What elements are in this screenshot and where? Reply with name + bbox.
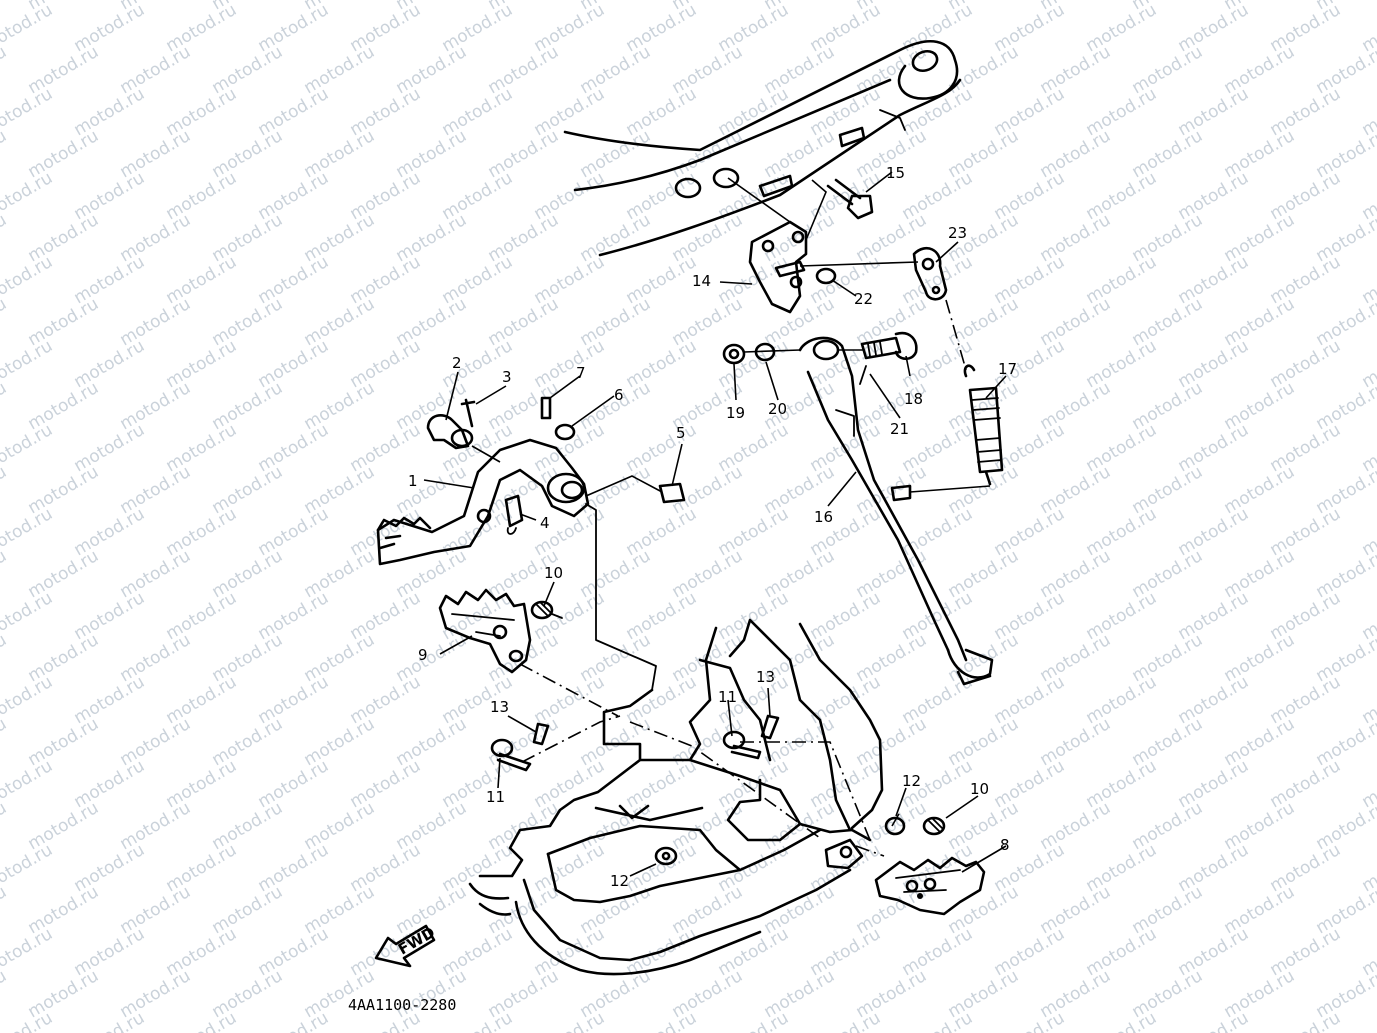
callout-13-right: 13 — [756, 668, 775, 686]
brake-rod — [585, 503, 657, 691]
callout-21: 21 — [890, 420, 909, 438]
callout-22: 22 — [854, 290, 873, 308]
watermark-text: motod.ru — [0, 672, 56, 728]
watermark-text: motod.ru — [991, 1008, 1069, 1033]
watermark-text: motod.ru — [0, 42, 10, 98]
callout-7: 7 — [576, 364, 586, 382]
pivot-bolt-set — [722, 331, 918, 385]
callout-6: 6 — [614, 386, 624, 404]
callout-11-right: 11 — [718, 688, 737, 706]
watermark-text: motod.ru — [0, 126, 10, 182]
callout-13-left: 13 — [490, 698, 509, 716]
clevis-pin — [540, 396, 686, 504]
watermark-text: motod.ru — [0, 0, 10, 14]
watermark-text: motod.ru — [531, 1008, 609, 1033]
callout-17: 17 — [998, 360, 1017, 378]
watermark-text: motod.ru — [807, 1008, 885, 1033]
footrest-spring-right — [884, 816, 946, 836]
footrest-right — [874, 856, 986, 916]
callout-15: 15 — [886, 164, 905, 182]
watermark-text: motod.ru — [0, 924, 56, 980]
callout-12-right: 12 — [902, 772, 921, 790]
watermark-text: motod.ru — [0, 882, 10, 938]
watermark-text: motod.ru — [0, 714, 10, 770]
watermark-text: motod.ru — [0, 336, 56, 392]
brake-pedal — [376, 438, 590, 566]
footrest-spring-left — [530, 600, 563, 620]
callout-20: 20 — [768, 400, 787, 418]
watermark-text: motod.ru — [0, 630, 10, 686]
footrest-pin-left — [490, 722, 550, 772]
watermark-text: motod.ru — [0, 84, 56, 140]
spring-plate — [912, 247, 948, 301]
callout-10-right: 10 — [970, 780, 989, 798]
watermark-text: motod.ru — [0, 546, 10, 602]
watermark-text: motod.ru — [0, 462, 10, 518]
watermark-text: motod.ru — [623, 1008, 701, 1033]
sidestand-spring — [945, 299, 1004, 486]
watermark-text: motod.ru — [899, 1008, 977, 1033]
watermark-text: motod.ru — [715, 1008, 793, 1033]
callout-10-left: 10 — [544, 564, 563, 582]
watermark-text: motod.ru — [0, 588, 56, 644]
watermark-text: motod.ru — [255, 1008, 333, 1033]
callout-14: 14 — [692, 272, 711, 290]
footrest-left — [438, 588, 532, 674]
callout-4: 4 — [540, 514, 550, 532]
sidestand — [798, 336, 994, 686]
callout-9: 9 — [418, 646, 428, 664]
pivot-pin — [774, 260, 919, 285]
frame-lower — [468, 618, 884, 976]
callout-11-left: 11 — [486, 788, 505, 806]
watermark-text: motod.ru — [0, 840, 56, 896]
watermark-text: motod.ru — [0, 420, 56, 476]
callout-18: 18 — [904, 390, 923, 408]
drawing-reference-number: 4AA1100-2280 — [348, 996, 456, 1014]
callout-8: 8 — [1000, 836, 1010, 854]
watermark-text: motod.ru — [0, 504, 56, 560]
watermark-text: motod.ru — [0, 798, 10, 854]
callout-12-left: 12 — [610, 872, 629, 890]
pivot-shaft — [426, 398, 501, 463]
watermark-text: motod.ru — [71, 1008, 149, 1033]
watermark-text: motod.ru — [0, 294, 10, 350]
callout-16: 16 — [814, 508, 833, 526]
callout-5: 5 — [676, 424, 686, 442]
watermark-text: motod.ru — [0, 252, 56, 308]
bolt-15 — [826, 178, 874, 220]
watermark-text: motod.ru — [163, 1008, 241, 1033]
frame-rear — [563, 40, 962, 257]
watermark-text: motod.ru — [0, 756, 56, 812]
watermark-text: motod.ru — [0, 378, 10, 434]
callout-19: 19 — [726, 404, 745, 422]
centerlines — [519, 663, 901, 857]
callout-labels: 1 2 3 4 5 6 7 8 9 10 10 11 11 12 12 13 1… — [408, 164, 1017, 890]
watermark-text: motod.ru — [1267, 1008, 1345, 1033]
callout-23: 23 — [948, 224, 967, 242]
watermark-text: motod.ru — [1359, 1008, 1377, 1033]
footrest-pin-right — [722, 714, 780, 760]
watermark-text: motod.ru — [1083, 1008, 1161, 1033]
watermark-text: motod.ru — [0, 966, 10, 1022]
callout-leaders — [423, 171, 1007, 877]
watermark-text: motod.ru — [0, 0, 56, 56]
callout-2: 2 — [452, 354, 462, 372]
watermark-text: motod.ru — [0, 168, 56, 224]
callout-3: 3 — [502, 368, 512, 386]
sidestand-bracket — [727, 177, 827, 314]
callout-1: 1 — [408, 472, 418, 490]
watermark-text: motod.ru — [1175, 1008, 1253, 1033]
watermark-text: motod.ru — [0, 210, 10, 266]
